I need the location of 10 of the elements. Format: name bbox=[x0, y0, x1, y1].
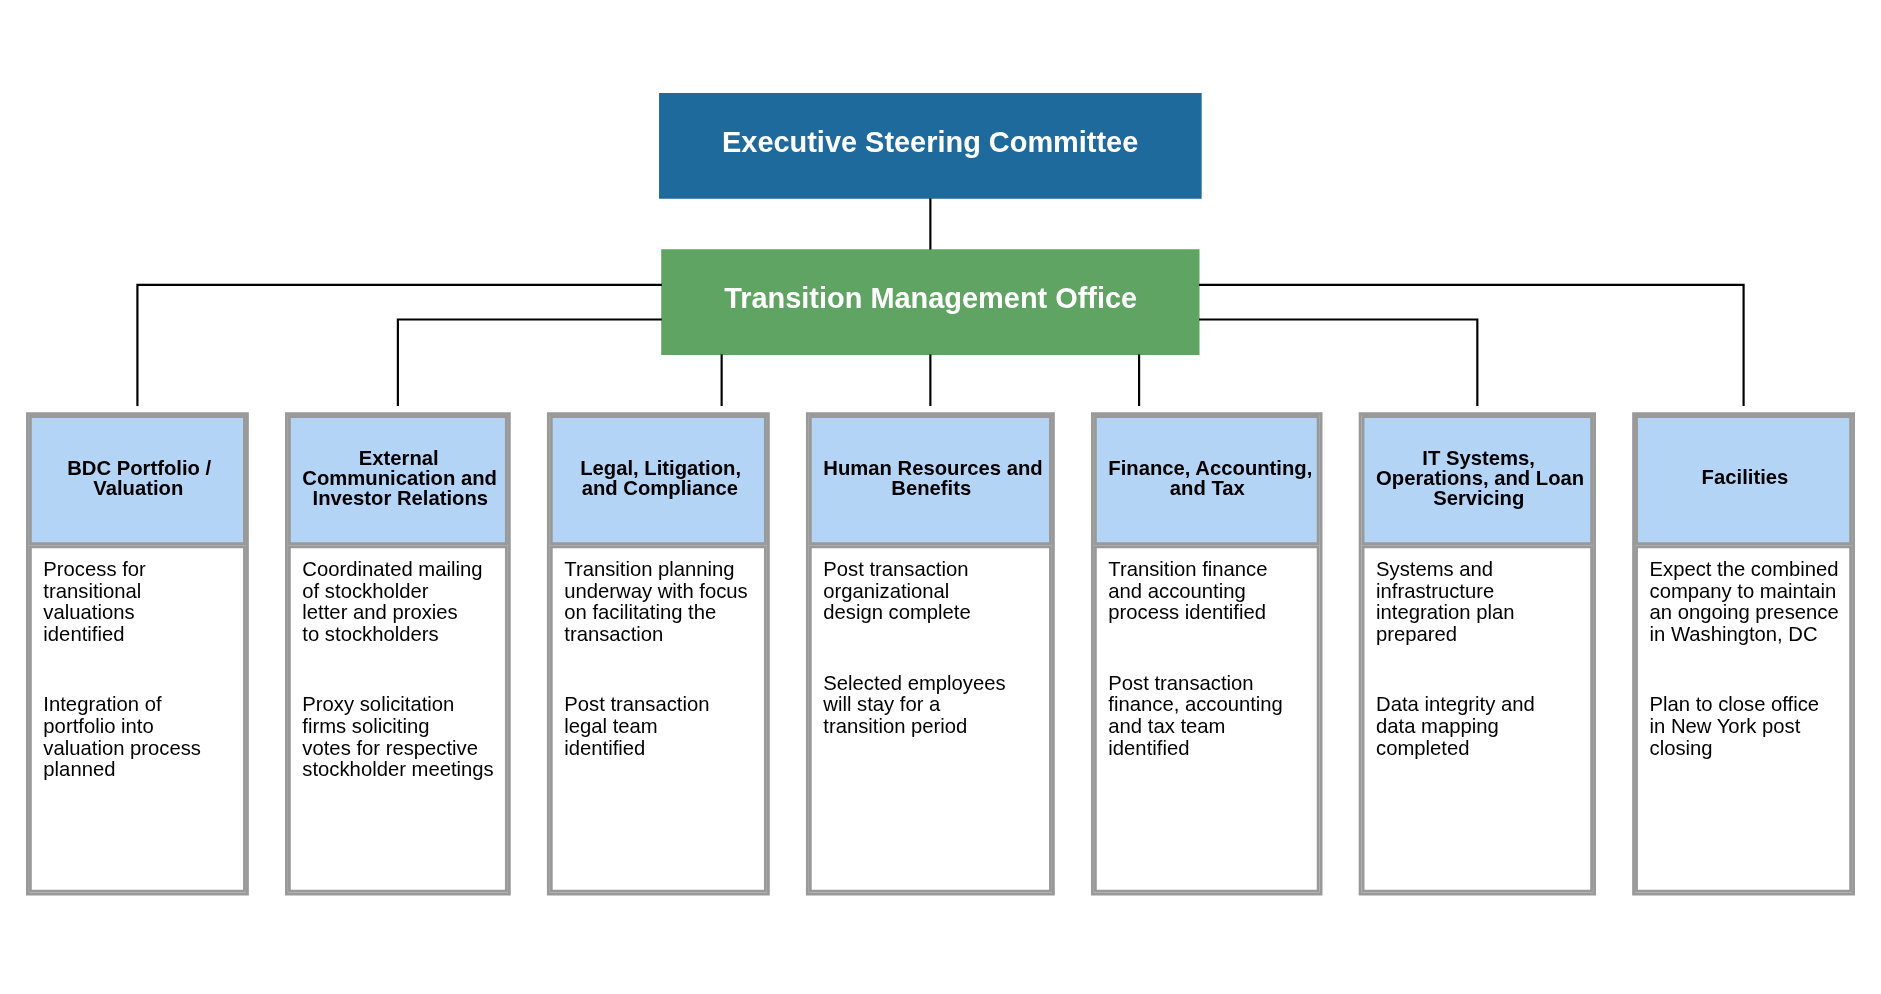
connector bbox=[1199, 317, 1479, 406]
node-box: Executive Steering Committee bbox=[659, 92, 1202, 199]
node-box: Transition Management Office bbox=[661, 248, 1200, 355]
connector bbox=[396, 317, 662, 406]
connector bbox=[929, 353, 932, 406]
connector bbox=[1198, 283, 1745, 406]
connector bbox=[136, 283, 662, 406]
connector bbox=[720, 353, 723, 406]
connector bbox=[929, 197, 932, 250]
connector bbox=[1138, 353, 1141, 406]
